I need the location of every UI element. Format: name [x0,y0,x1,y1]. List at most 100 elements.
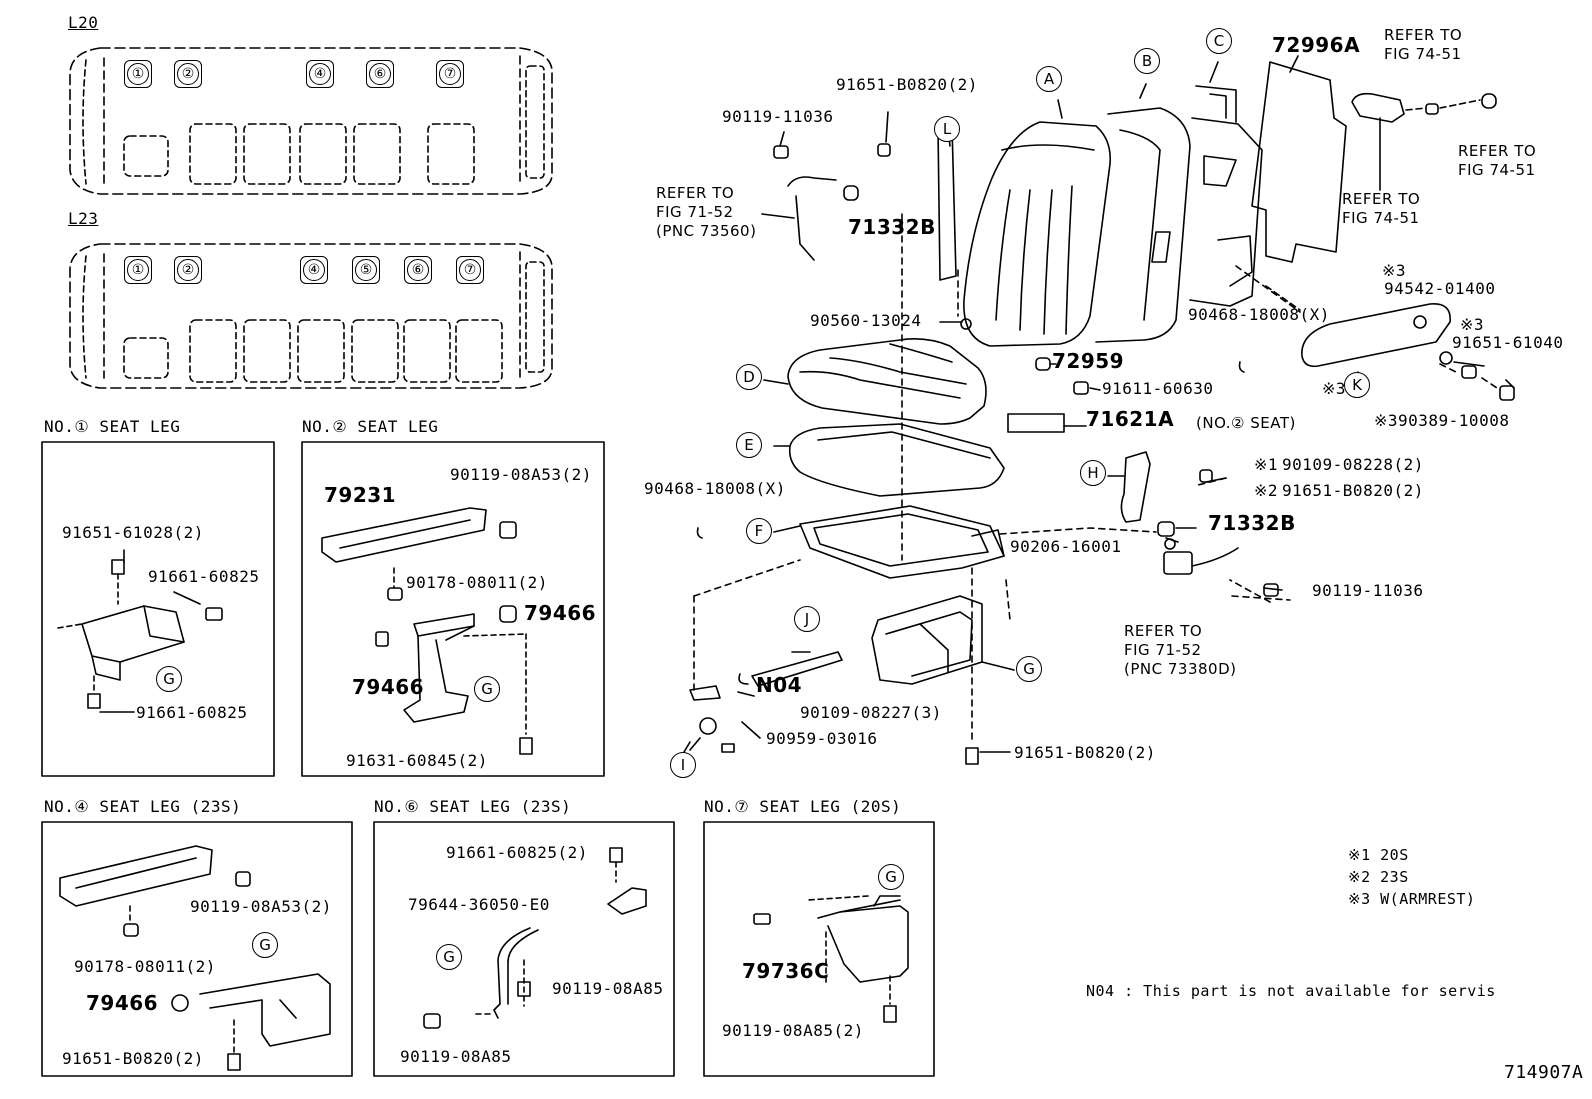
callout-a: A [1036,66,1062,92]
callout-f: F [746,518,772,544]
part-label: 91651-61028(2) [62,523,204,542]
part-label: (NO.② SEAT) [1196,414,1296,432]
mark-label: ※1 [1254,455,1279,474]
part-label: 91651-B0820(2) [1014,743,1156,762]
leg6-title: NO.⑥ SEAT LEG (23S) [374,797,572,816]
part-label: 79644-36050-E0 [408,895,550,914]
part-label: 90468-18008(X) [1188,305,1330,324]
callout-b: B [1134,48,1160,74]
part-label: 91651-B0820(2) [836,75,978,94]
callout-g: G [1016,656,1042,682]
l23-vehicle-outline [69,243,553,389]
callout-g: G [252,932,278,958]
armrest [1265,285,1515,401]
part-label: 71621A [1086,407,1175,431]
seat-back-plate [1251,61,1347,263]
callout-j: J [794,606,820,632]
assembly-lines [693,213,1501,745]
leg6-frame [373,821,675,1077]
leader-lines [683,55,1515,753]
l23-seat-7: ⑦ [456,256,484,284]
part-label: 90119-08A53(2) [450,465,592,484]
legend-item: ※1 20S [1348,846,1409,864]
legend-item: ※2 23S [1348,868,1409,886]
seat-back-frame [1095,107,1191,343]
l23-seat-4: ④ [300,256,328,284]
l23-seat-5: ⑤ [352,256,380,284]
part-label: 79466 [524,601,597,625]
l23-seat-6: ⑥ [404,256,432,284]
mark-label: ※2 [1254,481,1279,500]
part-label: 90389-10008 [1398,411,1510,430]
part-label: 91611-60630 [1102,379,1214,398]
part-label: 90178-08011(2) [406,573,548,592]
part-label: 90109-08228(2) [1282,455,1424,474]
part-label: 72959 [1052,349,1125,373]
callout-l: L [934,116,960,142]
gas-strut-j [689,651,843,753]
part-label: 90206-16001 [1010,537,1122,556]
l23-seat-1: ① [124,256,152,284]
l23-seat-2: ② [174,256,202,284]
seat-back-cushion [963,121,1112,347]
legend-item: ※3 W(ARMREST) [1348,890,1476,908]
part-label: 91651-B0820(2) [62,1049,204,1068]
figure-id: 714907A [1504,1062,1584,1083]
availability-note: N04 : This part is not available for ser… [1086,982,1496,1000]
part-label: 94542-01400 [1384,279,1496,298]
leg7-drawing [753,895,909,1023]
part-label: 79231 [324,483,397,507]
part-label: 91651-61040 [1452,333,1564,352]
part-label: 90119-11036 [722,107,834,126]
part-label: 90468-18008(X) [644,479,786,498]
l23-title: L23 [68,209,99,228]
callout-e: E [736,432,762,458]
part-label: 91661-60825(2) [446,843,588,862]
l20-seat-6: ⑥ [366,60,394,88]
brackets [787,125,1239,575]
l20-vehicle-outline [69,47,553,195]
part-label: 91661-60825 [148,567,260,586]
callout-d: D [736,364,762,390]
part-label: 90959-03016 [766,729,878,748]
part-label: 79466 [86,991,159,1015]
callout-h: H [1080,460,1106,486]
part-label: 90119-08A53(2) [190,897,332,916]
l20-seat-7: ⑦ [436,60,464,88]
mark-label: ※3 [1382,261,1407,280]
leg2-title: NO.② SEAT LEG [302,417,439,436]
part-label: 90119-08A85 [400,1047,512,1066]
part-label: 90119-11036 [1312,581,1424,600]
seat-pan-f [799,505,1005,579]
leg6-drawing [423,847,647,1029]
cushion-d [787,338,987,425]
leg7-frame [703,821,935,1077]
mark-label: ※3 [1460,315,1485,334]
leg1-title: NO.① SEAT LEG [44,417,181,436]
callout-g: G [474,676,500,702]
leg4-drawing [59,845,331,1071]
part-label: 79466 [352,675,425,699]
part-label: 71332B [1208,511,1296,535]
part-label: 79736C [742,959,830,983]
cushion-e [788,423,1005,497]
part-label: 91631-60845(2) [346,751,488,770]
leg4-frame [41,821,353,1077]
callout-i: I [670,752,696,778]
leg4-title: NO.④ SEAT LEG (23S) [44,797,242,816]
l20-title: L20 [68,13,99,32]
part-label: 91651-B0820(2) [1282,481,1424,500]
part-label: 91661-60825 [136,703,248,722]
leg1-frame [41,441,275,777]
callout-g: G [878,864,904,890]
l20-seat-4: ④ [306,60,334,88]
part-label: 90119-08A85 [552,979,664,998]
callout-c: C [1206,28,1232,54]
leg2-frame [301,441,605,777]
